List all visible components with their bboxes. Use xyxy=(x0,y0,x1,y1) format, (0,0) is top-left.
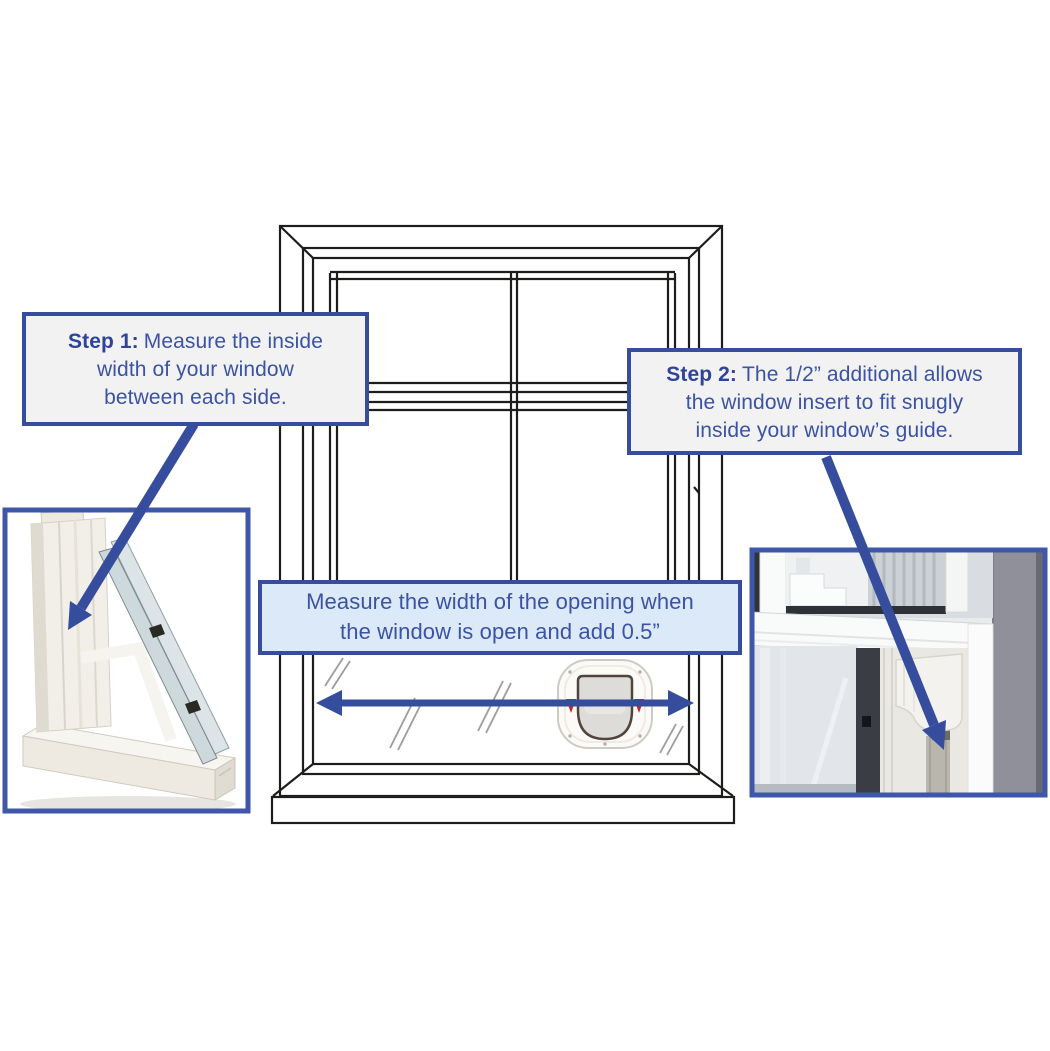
step2-label: Step 2: xyxy=(666,363,737,386)
step1-label: Step 1: xyxy=(68,330,139,353)
step2-callout: Step 2:The 1/2” additional allows the wi… xyxy=(627,348,1022,455)
step1-callout: Step 1:Measure the inside width of your … xyxy=(22,312,369,426)
step1-line3: between each side. xyxy=(104,386,287,409)
step2-arrow xyxy=(821,455,946,750)
arrowhead-left xyxy=(316,690,342,716)
step1-line2: width of your window xyxy=(97,358,294,381)
step2-text: Step 2:The 1/2” additional allows the wi… xyxy=(631,361,1018,445)
step2-line3: inside your window’s guide. xyxy=(695,419,954,442)
window-guide-photo xyxy=(749,547,1048,798)
banner-text: Measure the width of the opening when th… xyxy=(262,587,738,647)
glass-reflections xyxy=(324,657,684,756)
step1-text: Step 1:Measure the inside width of your … xyxy=(26,328,365,412)
window-frame-photo xyxy=(2,507,251,814)
window-sill xyxy=(270,795,736,825)
step1-line1: Measure the inside xyxy=(143,330,323,353)
banner-line1: Measure the width of the opening when xyxy=(306,589,694,614)
step2-line2: the window insert to fit snugly xyxy=(685,391,964,414)
step2-line1: The 1/2” additional allows xyxy=(741,363,983,386)
measure-opening-banner: Measure the width of the opening when th… xyxy=(258,580,742,655)
width-measurement-arrow xyxy=(316,690,694,716)
banner-line2: the window is open and add 0.5” xyxy=(340,619,660,644)
arrowhead-right xyxy=(668,690,694,716)
step1-arrow xyxy=(68,421,199,630)
